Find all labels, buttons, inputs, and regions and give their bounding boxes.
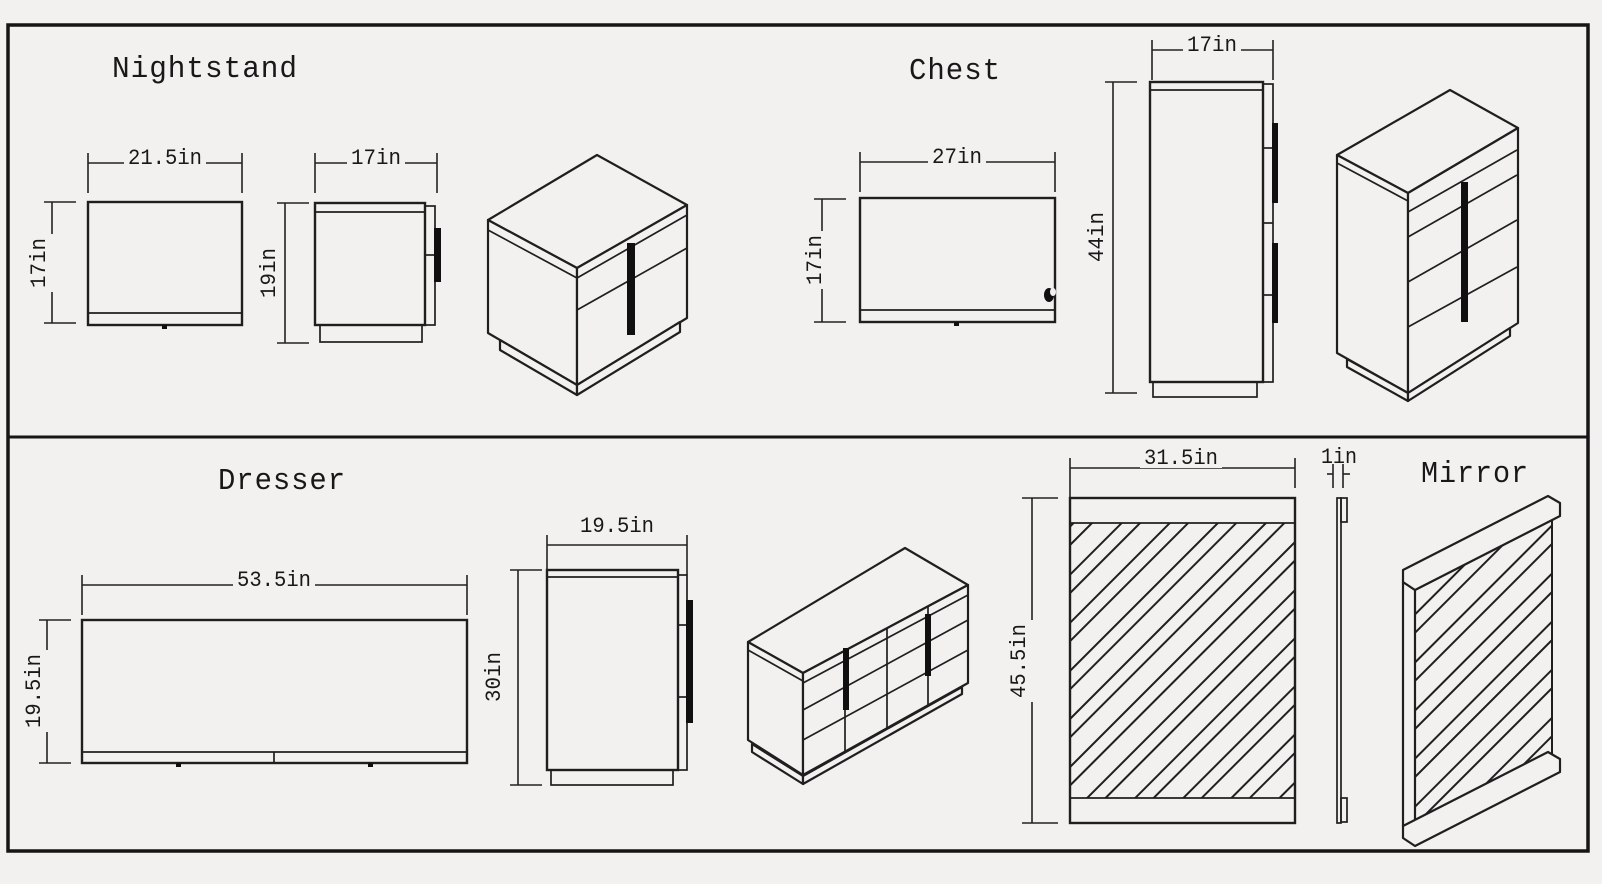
nightstand-front-width-dimension: 21.5in <box>87 142 243 193</box>
dimension-label: 17in <box>803 235 828 285</box>
dimension-label: 21.5in <box>128 146 202 171</box>
drawer-front-strip <box>1262 83 1274 383</box>
nightstand-side-width-dimension: 17in <box>314 142 438 193</box>
chest-top-height-dimension: 17in <box>800 198 846 323</box>
plinth-base <box>550 769 674 786</box>
handle-bar <box>434 228 441 282</box>
dresser-3d-view <box>746 546 970 786</box>
frame-side-face <box>1401 580 1417 835</box>
chest-side-height-dimension: 44in <box>1082 81 1137 394</box>
mirror-side-view <box>1336 497 1348 824</box>
chest-top-view <box>858 196 1057 326</box>
drawer-divider-line <box>802 619 969 711</box>
mirror-outline <box>1068 496 1297 825</box>
handle-bar <box>1461 182 1468 322</box>
dimension-label: 44in <box>1085 212 1110 262</box>
dresser-side-height-dimension: 30in <box>479 569 542 786</box>
dimension-label: 19.5in <box>22 654 47 728</box>
mirror-front-height-dimension: 45.5in <box>1004 497 1058 824</box>
plinth-base <box>1152 381 1258 398</box>
top-lip-line <box>1336 162 1409 202</box>
mirror-front-view <box>1068 496 1297 825</box>
side-face <box>1335 153 1410 395</box>
handle-bar <box>1272 243 1278 323</box>
chest-top-width-dimension: 27in <box>859 141 1056 192</box>
sheet-frame <box>6 23 1590 853</box>
top-lip-line <box>747 649 804 682</box>
chest-3d-view <box>1335 88 1520 403</box>
foot-mark <box>176 763 181 767</box>
chest-title: Chest <box>909 54 1001 89</box>
top-lip-line <box>487 214 688 279</box>
mirror-front-width-dimension: 31.5in <box>1069 443 1296 498</box>
top-frame-tab <box>1340 497 1348 523</box>
mirror-3d-view <box>1401 494 1562 848</box>
chest-side-width-dimension: 17in <box>1151 29 1274 80</box>
top-lip-line <box>1407 149 1518 213</box>
handle-bar <box>843 648 849 710</box>
plinth-right <box>801 685 964 786</box>
nightstand-front-view <box>86 200 244 329</box>
foot-mark <box>368 763 373 767</box>
dimension-label: 1in <box>1321 445 1357 470</box>
dresser-side-width-dimension: 19.5in <box>546 511 688 575</box>
handle-bar <box>627 243 635 335</box>
dimension-label: 45.5in <box>1007 624 1032 698</box>
top-lip-line <box>802 594 969 684</box>
dimension-label: 31.5in <box>1144 446 1218 471</box>
foot-mark <box>954 322 959 326</box>
mirror-title: Mirror <box>1421 457 1529 492</box>
nightstand-side-height-dimension: 19in <box>254 202 309 344</box>
mirror-edge-profile <box>1336 497 1342 824</box>
dimension-label: 17in <box>1187 33 1237 58</box>
drawer-divider-line <box>802 649 969 741</box>
dresser-top-height-dimension: 19.5in <box>19 619 71 764</box>
handle-bar <box>1272 123 1278 203</box>
mirror-thickness-dimension: 1in <box>1321 445 1357 488</box>
glass-hatch-area <box>1070 523 1295 798</box>
dimension-label: 27in <box>932 145 982 170</box>
dresser-top-view <box>80 618 469 767</box>
dimension-label: 17in <box>27 238 52 288</box>
dimension-label: 19.5in <box>580 514 654 539</box>
dimension-label: 17in <box>351 146 401 171</box>
chest-side-view <box>1148 80 1278 398</box>
handle-bar <box>686 600 693 723</box>
dimension-label: 30in <box>482 652 507 702</box>
plinth-right <box>1406 326 1512 403</box>
dimension-label: 53.5in <box>237 568 311 593</box>
bottom-frame-tab <box>1340 797 1348 823</box>
dresser-side-view <box>545 568 693 786</box>
handle-bar <box>925 614 931 676</box>
foot-mark <box>162 325 167 329</box>
dresser-top-width-dimension: 53.5in <box>81 564 468 615</box>
ink-blot <box>1044 288 1056 302</box>
nightstand-side-view <box>313 201 441 343</box>
dresser-title: Dresser <box>218 464 346 499</box>
top-frame-bar <box>1401 494 1562 592</box>
nightstand-3d-view <box>486 153 689 397</box>
bottom-frame-bar <box>1401 750 1562 848</box>
nightstand-front-height-dimension: 17in <box>24 201 76 324</box>
nightstand-title: Nightstand <box>112 52 298 87</box>
dimension-label: 19in <box>257 248 282 298</box>
plinth-base <box>319 324 423 343</box>
plinth-right <box>575 320 682 397</box>
